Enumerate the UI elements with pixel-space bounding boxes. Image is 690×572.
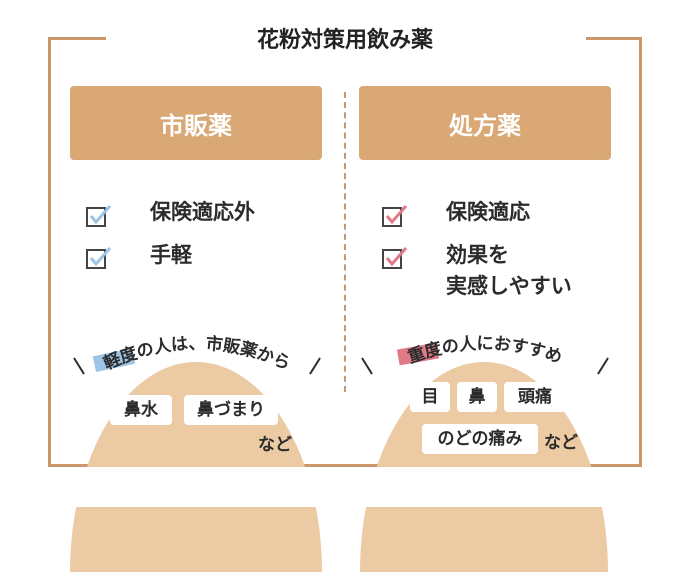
symptom-pill: 鼻 [457,382,497,412]
bottom-mask [0,467,690,507]
otc-arc-caption: 軽度の人は、市販薬から [73,333,321,375]
svg-text:軽度の人は、市販薬から: 軽度の人は、市販薬から [100,333,293,374]
otc-item-2: 手軽 [150,243,192,267]
otc-arc-text: の人は、市販薬から [135,333,294,374]
rx-etc: など [544,433,578,453]
checkbox-icon [86,247,112,269]
header-otc: 市販薬 [70,86,322,160]
otc-etc: など [258,435,292,455]
symptom-pill: 鼻水 [110,395,172,425]
rx-item-2: 効果を [446,243,509,267]
frame-right [639,37,642,467]
rx-item-3: 実感しやすい [446,274,572,298]
rx-item-1: 保険適応 [446,200,530,224]
page-title: 花粉対策用飲み薬 [256,28,433,53]
frame-left [48,37,51,467]
frame-bottom [48,464,642,467]
header-prescription: 処方薬 [359,86,611,160]
symptom-pill: 目 [410,382,450,412]
rx-arc-caption: 重度の人におすすめ [361,334,609,375]
symptom-pill: 鼻づまり [184,395,278,425]
frame-top-left [48,37,106,40]
rx-arc-highlight: 重度 [405,338,445,368]
checkbox-icon [86,205,112,227]
svg-text:重度の人におすすめ: 重度の人におすすめ [405,334,564,368]
checkbox-icon [382,205,408,227]
symptom-pill: 頭痛 [504,382,566,412]
center-divider [344,92,346,392]
checkbox-icon [382,247,408,269]
frame-top-right [586,37,642,40]
rx-arc-text: の人におすすめ [440,334,564,368]
otc-item-1: 保険適応外 [150,200,255,224]
symptom-pill: のどの痛み [422,424,538,454]
